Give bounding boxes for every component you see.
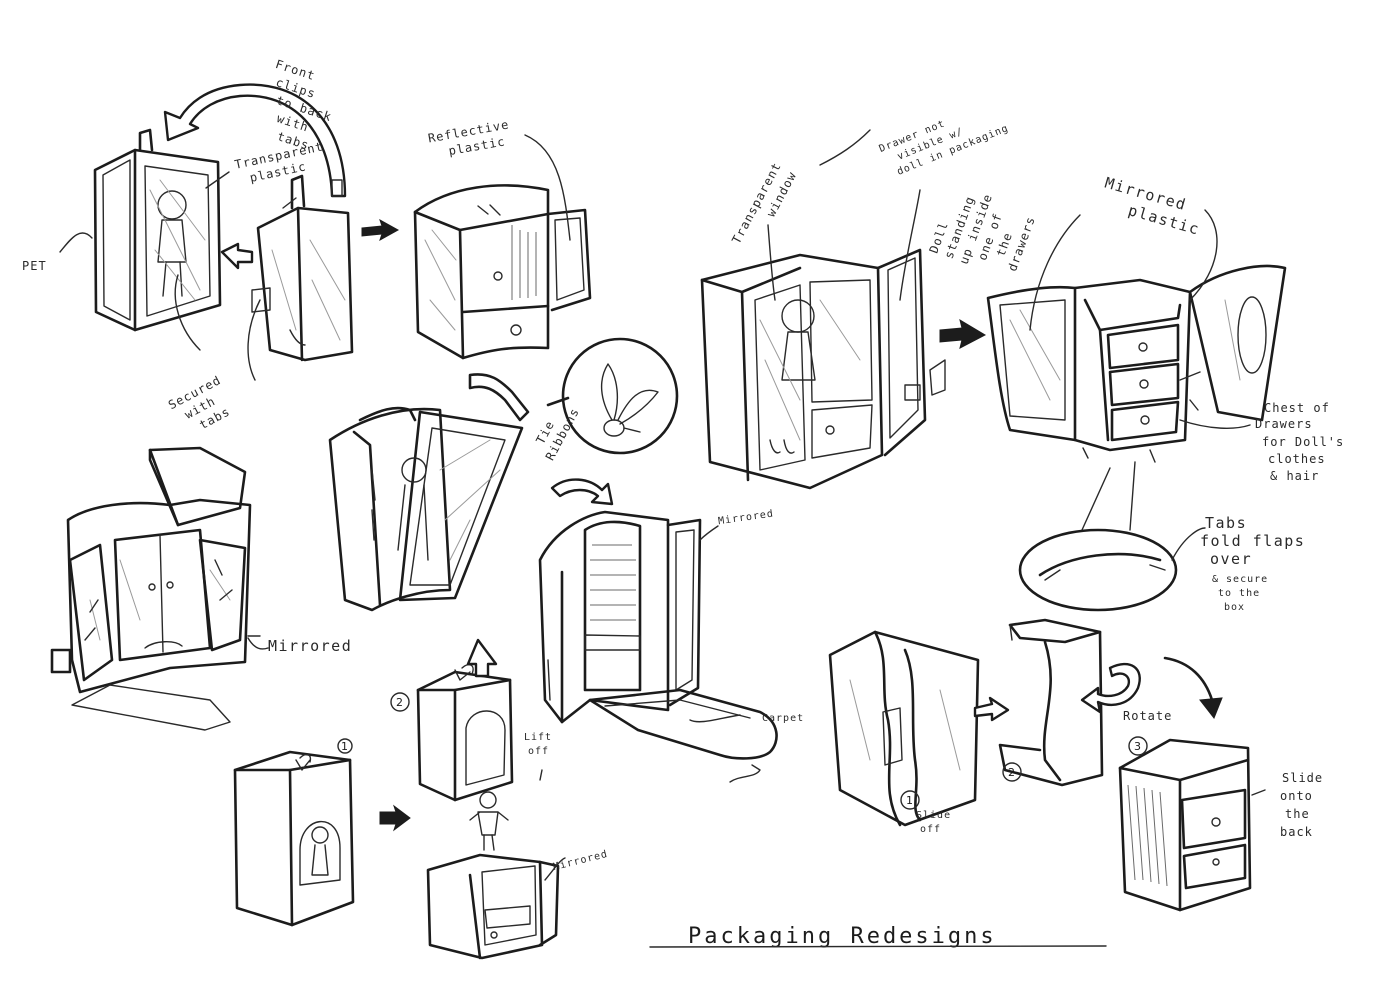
label-secured-with-tabs: Secured with tabs	[166, 373, 233, 432]
label-slide-onto-back: Slide onto the back	[1280, 771, 1323, 839]
arrow-icon	[379, 804, 411, 832]
step-numbers: 1 2 1 2 3	[341, 696, 1141, 807]
label-pet: PET	[22, 259, 47, 273]
label-chest-of-drawers: Chest of Drawers for Doll's clothes & ha…	[1255, 401, 1344, 483]
svg-text:over: over	[1210, 550, 1252, 568]
tie-ribbons-detail	[546, 337, 679, 455]
sketch-clip-back-package	[59, 83, 354, 381]
svg-text:clothes: clothes	[1268, 452, 1326, 466]
label-mirrored-plastic: Mirrored plastic	[1103, 174, 1202, 239]
step-number: 1	[906, 794, 913, 807]
label-doll-standing: Doll standing up inside one of the drawe…	[927, 192, 1038, 273]
svg-text:Slide: Slide	[1282, 771, 1323, 785]
label-mirrored-left: Mirrored	[268, 637, 352, 655]
step-number: 1	[341, 740, 348, 753]
page-title: Packaging Redesigns	[688, 924, 997, 949]
label-transparent-window: Transparent window	[729, 160, 799, 246]
sketch-flap-wardrobe	[50, 446, 269, 731]
svg-text:Chest of: Chest of	[1264, 401, 1330, 415]
svg-text:Lift: Lift	[524, 732, 552, 743]
svg-text:onto: onto	[1280, 789, 1313, 803]
sketch-window-box	[700, 129, 946, 490]
svg-text:Drawers: Drawers	[1255, 417, 1313, 431]
step-number: 2	[396, 696, 403, 709]
sketch-lift-off-boxes	[233, 638, 566, 960]
label-transparent-plastic: Transparent plastic	[233, 139, 324, 185]
label-carpet: Carpet	[762, 713, 804, 724]
svg-text:box: box	[1224, 602, 1245, 613]
svg-text:& hair: & hair	[1270, 469, 1319, 483]
label-secure-box: & secure to the box	[1212, 574, 1268, 613]
svg-text:to the: to the	[1218, 588, 1260, 599]
label-lift-off: Lift off	[524, 732, 552, 757]
tabs-detail	[1018, 461, 1206, 612]
sketch-ribbon-box	[328, 373, 530, 612]
step-number: 3	[1134, 740, 1141, 753]
label-tabs-fold: Tabs fold flaps over	[1200, 514, 1305, 568]
svg-text:the: the	[1285, 807, 1310, 821]
arrow-icon	[361, 218, 400, 242]
label-reflective-plastic: Reflective plastic	[427, 117, 510, 158]
rotate-arrow-icon	[550, 478, 614, 506]
sheet-title: Packaging Redesigns	[649, 924, 1107, 949]
label-mirrored-carpet-box: Mirrored	[717, 508, 774, 527]
svg-text:Tabs: Tabs	[1205, 514, 1247, 532]
svg-text:off: off	[920, 824, 941, 835]
label-drawer-note: Drawer not visible w/ doll in packaging	[878, 118, 1011, 177]
label-mirrored-base: Mirrored	[552, 849, 609, 873]
label-rotate: Rotate	[1123, 709, 1172, 723]
step-number: 2	[1008, 766, 1015, 779]
arrow-icon	[939, 318, 987, 349]
sketch-reflective-wardrobe	[413, 134, 592, 360]
svg-text:for Doll's: for Doll's	[1262, 435, 1344, 449]
svg-text:Mirrored: Mirrored	[717, 508, 774, 527]
svg-text:fold flaps: fold flaps	[1200, 532, 1305, 550]
svg-text:& secure: & secure	[1212, 574, 1268, 585]
sketch-slide-off-sequence	[828, 618, 1266, 912]
svg-text:off: off	[528, 746, 549, 757]
sketch-chest-of-drawers	[986, 209, 1287, 463]
svg-text:Mirrored: Mirrored	[552, 849, 609, 873]
svg-text:back: back	[1280, 825, 1313, 839]
label-slide-off: Slide off	[916, 810, 951, 835]
svg-text:Slide: Slide	[916, 810, 951, 821]
sketch-carpet-wardrobe	[538, 510, 778, 783]
